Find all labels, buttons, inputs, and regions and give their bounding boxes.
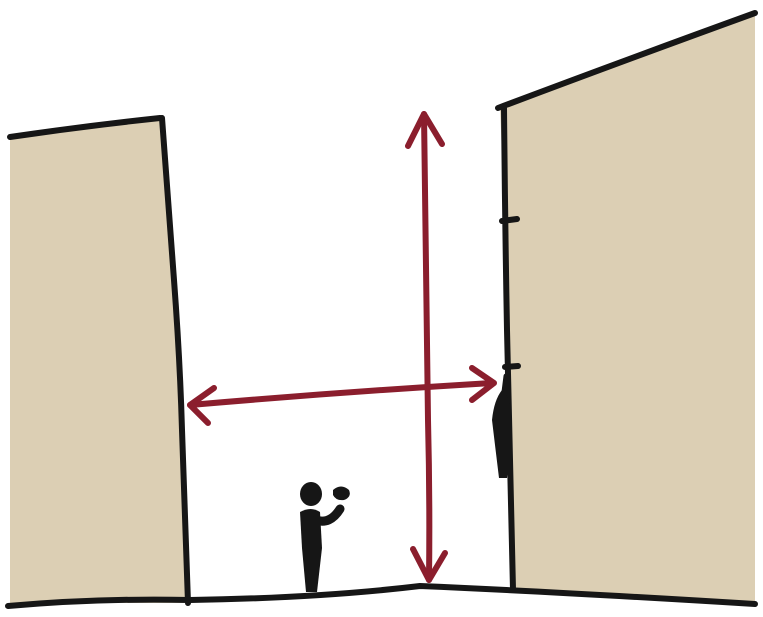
right-building-ledge-lower <box>502 363 521 370</box>
horizontal-arrow-shaft <box>187 380 495 408</box>
right-building-ledge-upper <box>499 216 520 224</box>
person-body <box>300 509 322 592</box>
wall-figure <box>492 373 511 478</box>
person-head <box>300 482 322 506</box>
left-building-fill <box>10 118 188 603</box>
right-building <box>495 10 758 604</box>
right-building-roof-line <box>495 10 758 111</box>
person-arm <box>311 504 345 526</box>
left-building-roof-line <box>7 115 163 140</box>
horizontal-arrow <box>187 365 497 426</box>
wall-figure-body <box>492 390 511 478</box>
left-building-wall-line <box>159 115 191 606</box>
person-figure <box>300 482 350 592</box>
left-building <box>7 115 191 606</box>
right-building-fill <box>500 13 755 604</box>
vertical-arrow-head-top <box>405 111 445 149</box>
ground-line <box>5 582 758 609</box>
vertical-arrow <box>405 111 448 583</box>
horizontal-arrow-head-left <box>187 385 217 426</box>
vertical-arrow-head-bottom <box>410 546 448 583</box>
horizontal-arrow-head-right <box>469 365 497 403</box>
person-held-object <box>333 486 350 501</box>
wall-figure-rope <box>501 373 509 395</box>
vertical-arrow-shaft <box>421 111 433 583</box>
right-building-wall-line <box>501 105 516 593</box>
